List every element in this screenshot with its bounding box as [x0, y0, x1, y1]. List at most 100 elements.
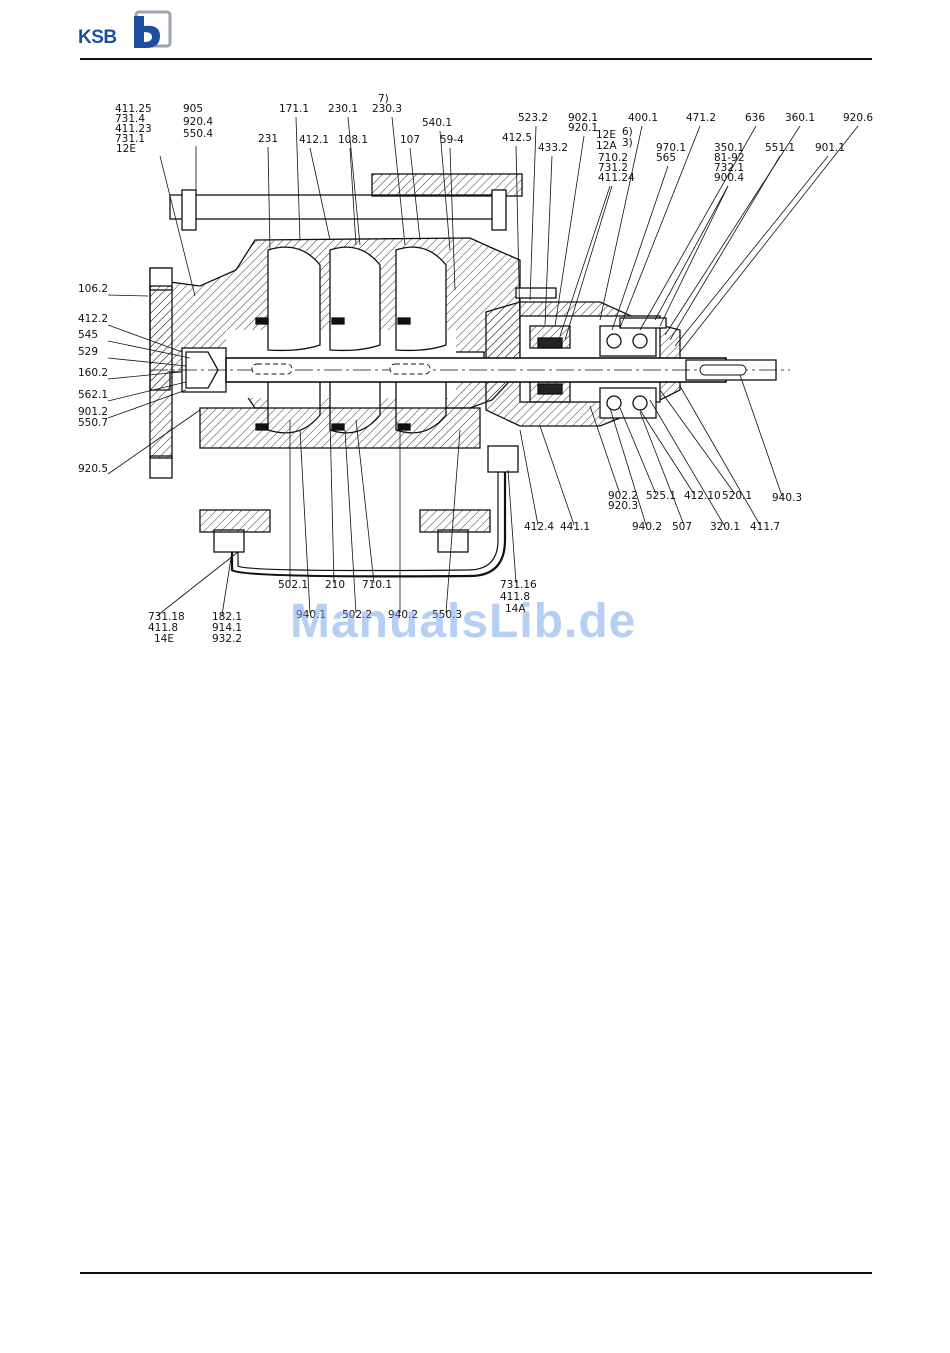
part-label: 171.1 [279, 103, 309, 115]
part-label: 920.5 [78, 463, 108, 475]
leader-line [619, 125, 701, 329]
part-label: 525.1 [646, 490, 676, 502]
leader-line [554, 135, 585, 327]
part-label: 523.2 [518, 112, 548, 124]
part-label: 502.2 [342, 609, 372, 621]
part-label: 507 [672, 521, 692, 533]
part-label: 441.1 [560, 521, 590, 533]
leader-line [589, 405, 621, 495]
part-label: 6) [622, 126, 633, 138]
leader-line [107, 389, 187, 419]
part-label: 412.1 [299, 134, 329, 146]
leader-line [355, 419, 375, 584]
leader-line [157, 551, 239, 616]
part-label: 551.1 [765, 142, 795, 154]
leader-line [539, 425, 575, 526]
leader-line [507, 469, 517, 584]
header-rule [80, 58, 872, 60]
part-label: 502.1 [278, 579, 308, 591]
part-label: 471.2 [686, 112, 716, 124]
leader-line [299, 429, 311, 614]
leader-line [347, 116, 361, 246]
leader-line [659, 389, 736, 495]
part-label: 182.1 [212, 611, 242, 623]
part-label: 550.7 [78, 417, 108, 429]
part-label: 710.1 [362, 579, 392, 591]
part-label: 12A [596, 140, 617, 152]
part-label: 412.5 [502, 132, 532, 144]
part-label: 412.4 [524, 521, 554, 533]
part-label: 902.2 [608, 490, 638, 502]
leader-line [669, 155, 781, 341]
part-label: 550.3 [432, 609, 462, 621]
part-label: 14A [505, 603, 526, 615]
part-label: 411.8 [148, 622, 178, 634]
part-label: 550.4 [183, 128, 213, 140]
part-label: 731.1 [115, 133, 145, 145]
leader-line [519, 429, 539, 526]
part-label: 902.1 [568, 112, 598, 124]
leader-line [445, 429, 461, 614]
part-label: 940.2 [388, 609, 418, 621]
part-label: 412.10 [684, 490, 721, 502]
part-label: 320.1 [710, 521, 740, 533]
leader-line [639, 409, 695, 495]
pump-sectional-drawing: 411.25731.4411.23731.112E905920.4550.417… [78, 93, 873, 645]
part-label: 940.1 [296, 609, 326, 621]
part-label: 731.2 [598, 162, 628, 174]
part-label: 210 [325, 579, 345, 591]
leader-line [679, 385, 761, 526]
part-label: 12E [116, 143, 136, 155]
part-label: 81-92 [714, 152, 745, 164]
leader-line [649, 399, 725, 526]
part-label: 107 [400, 134, 420, 146]
part-label: 970.1 [656, 142, 686, 154]
leader-line [107, 294, 149, 297]
leader-line [654, 185, 729, 321]
part-label: 230.3 [372, 103, 402, 115]
part-label: 920.1 [568, 122, 598, 134]
ksb-b-logo-icon [134, 10, 172, 48]
part-label: 914.1 [212, 622, 242, 634]
part-label: 231 [258, 133, 278, 145]
part-label: 12E [596, 129, 616, 141]
part-label: 920.3 [608, 500, 638, 512]
leader-line [639, 411, 685, 526]
leader-line [107, 409, 201, 475]
logo-text: KSB [78, 27, 117, 48]
footer-rule [80, 1272, 872, 1274]
part-labels: 411.25731.4411.23731.112E905920.4550.417… [78, 93, 873, 645]
part-label: 901.1 [815, 142, 845, 154]
part-label: 108.1 [338, 134, 368, 146]
part-label: 529 [78, 346, 98, 358]
part-label: 731.16 [500, 579, 537, 591]
leader-line [449, 147, 456, 291]
part-label: 732.1 [714, 162, 744, 174]
part-label: 350.1 [714, 142, 744, 154]
leader-line [439, 130, 451, 251]
part-label: 433.2 [538, 142, 568, 154]
leader-line [349, 147, 357, 246]
part-label: 920.6 [843, 112, 873, 124]
leader-line [267, 146, 271, 251]
part-label: 565 [656, 152, 676, 164]
leader-line [619, 407, 657, 495]
part-label: 540.1 [422, 117, 452, 129]
part-label: 400.1 [628, 112, 658, 124]
leader-line [515, 145, 521, 331]
part-label: 520.1 [722, 490, 752, 502]
part-label: 710.2 [598, 152, 628, 164]
part-label: 562.1 [78, 389, 108, 401]
leader-line [221, 551, 233, 616]
part-label: 3) [622, 137, 633, 149]
part-label: 545 [78, 329, 98, 341]
part-label: 411.7 [750, 521, 780, 533]
part-label: 411.23 [115, 123, 152, 135]
leader-line [659, 185, 729, 327]
part-label: 731.4 [115, 113, 145, 125]
part-label: 59-4 [440, 134, 464, 146]
leader-line [559, 185, 611, 337]
leader-line [529, 125, 537, 301]
part-label: 160.2 [78, 367, 108, 379]
leader-line [344, 429, 357, 614]
